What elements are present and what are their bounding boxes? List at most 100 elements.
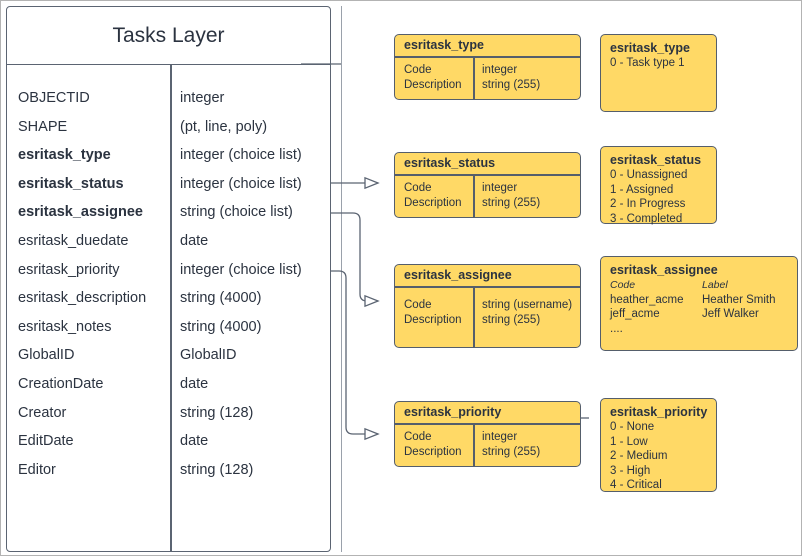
field-row: SHAPE (pt, line, poly) bbox=[7, 113, 330, 141]
value-box-title: esritask_type bbox=[610, 41, 690, 55]
value-box-title: esritask_priority bbox=[610, 405, 708, 419]
field-name: GlobalID bbox=[18, 347, 75, 364]
field-type: string (4000) bbox=[180, 318, 262, 335]
field-type: integer bbox=[482, 431, 518, 443]
field-name: Creator bbox=[18, 404, 67, 421]
field-type: integer (choice list) bbox=[180, 261, 302, 278]
header-divider bbox=[395, 286, 580, 288]
schema-box-esritask-assignee: esritask_assignee Code Description strin… bbox=[394, 264, 581, 348]
field-row: Creator string (128) bbox=[7, 399, 330, 427]
field-name: esritask_duedate bbox=[18, 233, 129, 249]
column-divider bbox=[473, 56, 475, 99]
value-item: 4 - Critical bbox=[610, 479, 662, 491]
schema-left-column: Code Description bbox=[404, 63, 462, 93]
field-type: string (128) bbox=[180, 404, 254, 421]
field-row: CreationDate date bbox=[7, 370, 330, 398]
schema-box-esritask-priority: esritask_priority Code Description integ… bbox=[394, 401, 581, 467]
field-type: integer bbox=[482, 64, 518, 76]
field-label: Description bbox=[404, 446, 462, 458]
page-title: Tasks Layer bbox=[7, 7, 330, 65]
schema-box-title: esritask_type bbox=[404, 38, 484, 52]
field-type: integer (choice list) bbox=[180, 175, 302, 192]
value-box-esritask-type: esritask_type 0 - Task type 1 bbox=[600, 34, 717, 112]
field-type: string (255) bbox=[482, 314, 541, 326]
value-code: heather_acme bbox=[610, 293, 684, 306]
field-name: EditDate bbox=[18, 433, 74, 450]
field-type: integer bbox=[482, 182, 518, 194]
field-label: Description bbox=[404, 79, 462, 91]
schema-box-esritask-type: esritask_type Code Description integer s… bbox=[394, 34, 581, 100]
field-type: (pt, line, poly) bbox=[180, 118, 268, 135]
schema-right-column: integer string (255) bbox=[482, 430, 540, 460]
field-name: CreationDate bbox=[18, 376, 104, 392]
field-name: esritask_priority bbox=[18, 261, 120, 278]
value-item: 0 - None bbox=[610, 421, 655, 433]
value-code: jeff_acme bbox=[610, 308, 660, 320]
choice-lists-panel: esritask_type Code Description integer s… bbox=[341, 6, 798, 552]
field-label: Description bbox=[404, 197, 462, 209]
field-name: Editor bbox=[18, 461, 56, 478]
column-divider bbox=[473, 286, 475, 347]
code-column-header: Code bbox=[610, 279, 636, 291]
field-type: string (255) bbox=[482, 197, 541, 209]
field-type: string (username) bbox=[482, 299, 573, 311]
value-row: jeff_acme Jeff Walker bbox=[610, 307, 788, 322]
field-name: esritask_type bbox=[18, 147, 111, 164]
value-item: 1 - Assigned bbox=[610, 183, 674, 196]
value-item: 3 - High bbox=[610, 464, 651, 477]
field-name: esritask_notes bbox=[18, 318, 112, 335]
value-item: 2 - Medium bbox=[610, 450, 668, 462]
schema-right-column: string (username) string (255) bbox=[482, 298, 572, 328]
field-type: date bbox=[180, 233, 209, 249]
field-label: Description bbox=[404, 314, 462, 326]
field-name: esritask_assignee bbox=[18, 204, 143, 221]
header-divider bbox=[395, 423, 580, 425]
header-divider bbox=[395, 174, 580, 176]
schema-left-column: Code Description bbox=[404, 430, 462, 460]
field-label: Code bbox=[404, 299, 432, 311]
value-row: .... bbox=[610, 322, 788, 337]
field-name: SHAPE bbox=[18, 118, 68, 135]
schema-box-title: esritask_status bbox=[404, 156, 496, 170]
field-row: OBJECTID integer bbox=[7, 84, 330, 112]
label-column-header: Label bbox=[702, 279, 728, 291]
field-row: GlobalID GlobalID bbox=[7, 341, 330, 369]
value-box-title: esritask_assignee bbox=[610, 263, 718, 277]
field-label: Code bbox=[404, 64, 432, 76]
schema-box-title: esritask_assignee bbox=[404, 268, 512, 282]
value-item-list: heather_acme Heather Smith jeff_acme Jeff W… bbox=[610, 293, 788, 337]
header-divider bbox=[395, 56, 580, 58]
column-divider bbox=[170, 65, 172, 551]
field-type: GlobalID bbox=[180, 347, 237, 364]
field-name: esritask_status bbox=[18, 175, 124, 192]
value-item: 0 - Task type 1 bbox=[610, 57, 685, 69]
field-name: OBJECTID bbox=[18, 90, 90, 106]
column-divider bbox=[473, 423, 475, 466]
field-type: string (choice list) bbox=[180, 204, 293, 221]
value-code: .... bbox=[610, 322, 623, 335]
field-type: string (255) bbox=[482, 79, 541, 91]
schema-right-column: integer string (255) bbox=[482, 63, 540, 93]
value-item: 0 - Unassigned bbox=[610, 169, 688, 181]
column-divider bbox=[473, 174, 475, 217]
value-table-header: Code Label bbox=[610, 278, 788, 293]
field-row: esritask_status integer (choice list) bbox=[7, 170, 330, 198]
value-item-list: 0 - Task type 1 bbox=[610, 56, 707, 71]
value-label: Jeff Walker bbox=[702, 308, 759, 320]
field-type: integer bbox=[180, 90, 225, 106]
field-type: date bbox=[180, 376, 209, 392]
field-label: Code bbox=[404, 431, 432, 443]
value-label: Heather Smith bbox=[702, 293, 776, 306]
schema-box-title: esritask_priority bbox=[404, 405, 502, 419]
field-type: string (255) bbox=[482, 446, 541, 458]
schema-left-column: Code Description bbox=[404, 181, 462, 211]
field-name: esritask_description bbox=[18, 290, 147, 307]
